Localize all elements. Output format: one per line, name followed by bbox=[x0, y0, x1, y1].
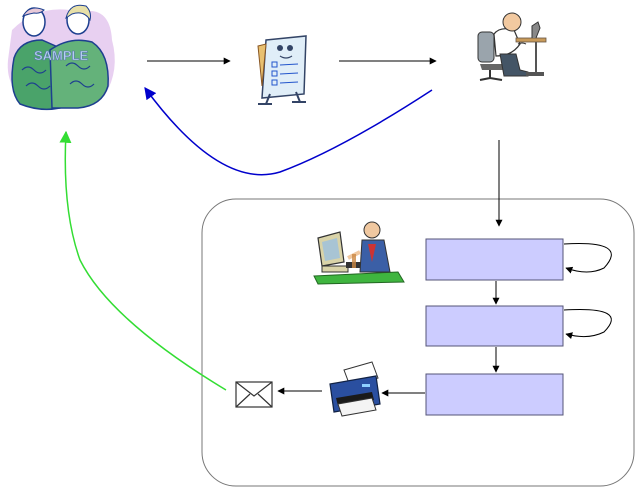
return-arrow-to-people bbox=[59, 130, 227, 391]
envelope-icon bbox=[235, 381, 273, 408]
process-box bbox=[425, 373, 564, 416]
feedback-arrow-to-people bbox=[144, 87, 433, 176]
process-box bbox=[425, 305, 564, 347]
person-at-computer-icon bbox=[313, 221, 405, 285]
loop-arrow-box2 bbox=[563, 309, 612, 340]
sample-watermark: SAMPLE bbox=[34, 48, 89, 63]
loop-arrow-box1 bbox=[563, 243, 612, 274]
process-box bbox=[425, 238, 564, 281]
form-document-icon bbox=[257, 35, 307, 105]
printer-icon bbox=[329, 361, 381, 417]
lab-process-container bbox=[201, 198, 635, 487]
people-clipart-icon: SAMPLE bbox=[7, 4, 115, 111]
scientist-microscope-icon bbox=[477, 12, 547, 81]
